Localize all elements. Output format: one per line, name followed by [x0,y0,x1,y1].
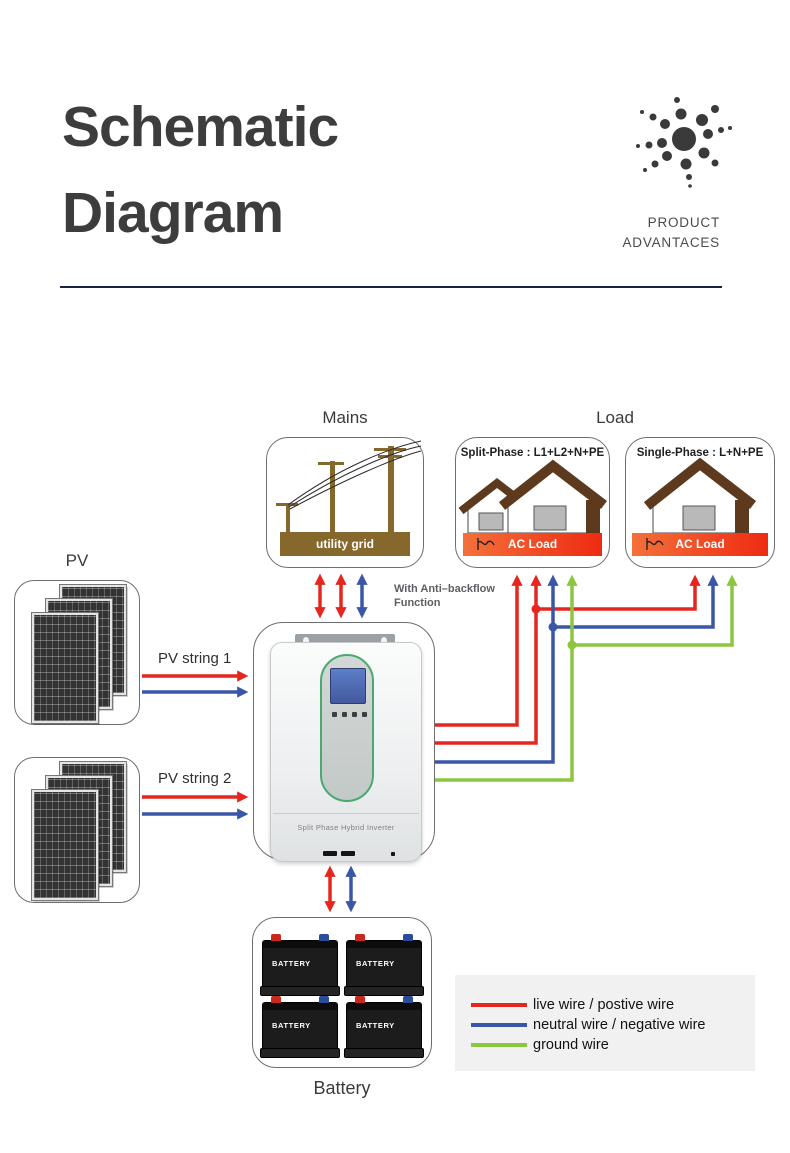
starburst-dots [636,97,732,188]
sine-wave-icon [646,538,664,550]
neutral-wire-swatch [471,1023,527,1027]
solar-panel [31,612,99,724]
mains-inverter-wires [314,573,368,619]
pv-string-wires [142,670,249,820]
battery-negative-terminal [319,996,329,1003]
legend-row-neutral: neutral wire / negative wire [471,1015,755,1035]
inverter-button [352,712,357,717]
page-title-line1: Schematic [62,95,339,159]
inverter-lcd-screen [330,668,366,704]
inverter-button [362,712,367,717]
brand-line1: PRODUCT [647,215,720,230]
battery-positive-terminal [271,996,281,1003]
inverter-battery-wires [324,865,357,913]
starburst-logo [636,97,732,188]
legend-row-ground: ground wire [471,1035,755,1055]
pv-label: PV [65,551,89,570]
load-label: Load [596,408,634,427]
brand-text: PRODUCT ADVANTACES [500,213,720,253]
battery-positive-terminal [271,934,281,941]
inverter-front-panel [320,654,374,802]
page-title-line2: Diagram [62,181,284,245]
live-wire-swatch [471,1003,527,1007]
battery-cell: BATTERY [344,934,424,996]
inverter-port [323,851,337,856]
battery-cell: BATTERY [344,996,424,1058]
battery-negative-terminal [403,996,413,1003]
inverter-seam [273,813,419,814]
battery-label: Battery [313,1078,371,1098]
solar-panel [31,789,99,901]
ac-load-banner-single: AC Load [632,533,768,556]
inverter-device: Split Phase Hybrid Inverter [270,642,422,862]
inverter-port [341,851,355,856]
battery-cell: BATTERY [260,996,340,1058]
brand-line2: ADVANTACES [622,235,720,250]
split-phase-title: Split-Phase : L1+L2+N+PE [460,447,605,459]
battery-negative-terminal [403,934,413,941]
single-phase-title: Single-Phase : L+N+PE [636,447,764,459]
page-title: Schematic Diagram [62,84,339,256]
inverter-button [342,712,347,717]
wire-legend: live wire / postive wire neutral wire / … [455,975,755,1071]
ground-wire-swatch [471,1043,527,1047]
inverter-port [391,852,395,856]
ac-load-label: AC Load [675,537,725,551]
mains-label: Mains [322,408,368,427]
ac-load-banner-split: AC Load [463,533,602,556]
pv-string-1-label: PV string 1 [158,650,232,667]
inverter-button [332,712,337,717]
ac-load-label: AC Load [507,537,558,551]
utility-grid-banner: utility grid [280,532,410,556]
battery-positive-terminal [355,934,365,941]
legend-row-live: live wire / postive wire [471,995,755,1015]
battery-cell: BATTERY [260,934,340,996]
inverter-name: Split Phase Hybrid Inverter [297,823,395,832]
anti-backflow-note: With Anti–backflow Function [394,583,495,609]
battery-negative-terminal [319,934,329,941]
pv-string-2-label: PV string 2 [158,770,232,787]
header-divider [60,286,722,288]
sine-wave-icon [477,538,495,550]
battery-positive-terminal [355,996,365,1003]
